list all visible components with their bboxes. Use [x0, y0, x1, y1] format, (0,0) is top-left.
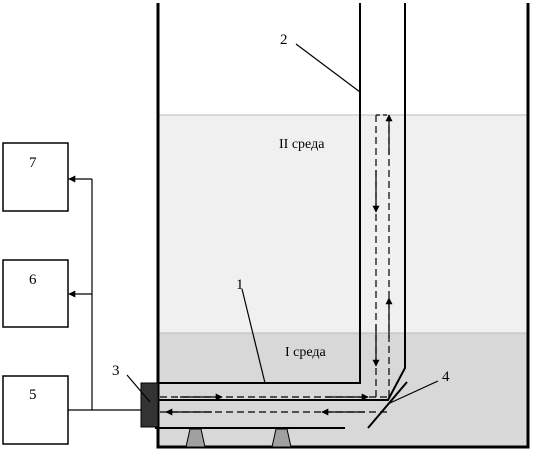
support-leg-icon [185, 428, 206, 448]
label-1: 1 [236, 277, 244, 293]
label-3: 3 [112, 363, 120, 379]
waveguide-inner [155, 3, 406, 401]
block-5 [2, 375, 69, 445]
tank-wall [156, 3, 530, 449]
label-5: 5 [29, 387, 37, 403]
label-4: 4 [442, 369, 450, 385]
transducer-block-icon [140, 382, 159, 428]
label-2: 2 [280, 32, 288, 48]
reflector-line-icon [367, 381, 408, 429]
medium-lower-label: I среда [285, 345, 327, 360]
leader-line-2 [295, 43, 361, 93]
medium-lower-region [158, 333, 528, 447]
leader-line-1 [241, 288, 266, 384]
medium-upper-region [158, 115, 528, 333]
waveguide-outer [158, 3, 361, 384]
leader-line-3 [126, 374, 151, 403]
leader-line-4 [389, 380, 439, 404]
medium-upper-label: II среда [279, 137, 325, 152]
support-leg-icon [271, 428, 292, 448]
label-6: 6 [29, 272, 37, 288]
label-7: 7 [29, 155, 37, 171]
block-7 [2, 142, 69, 212]
block-6 [2, 259, 69, 328]
